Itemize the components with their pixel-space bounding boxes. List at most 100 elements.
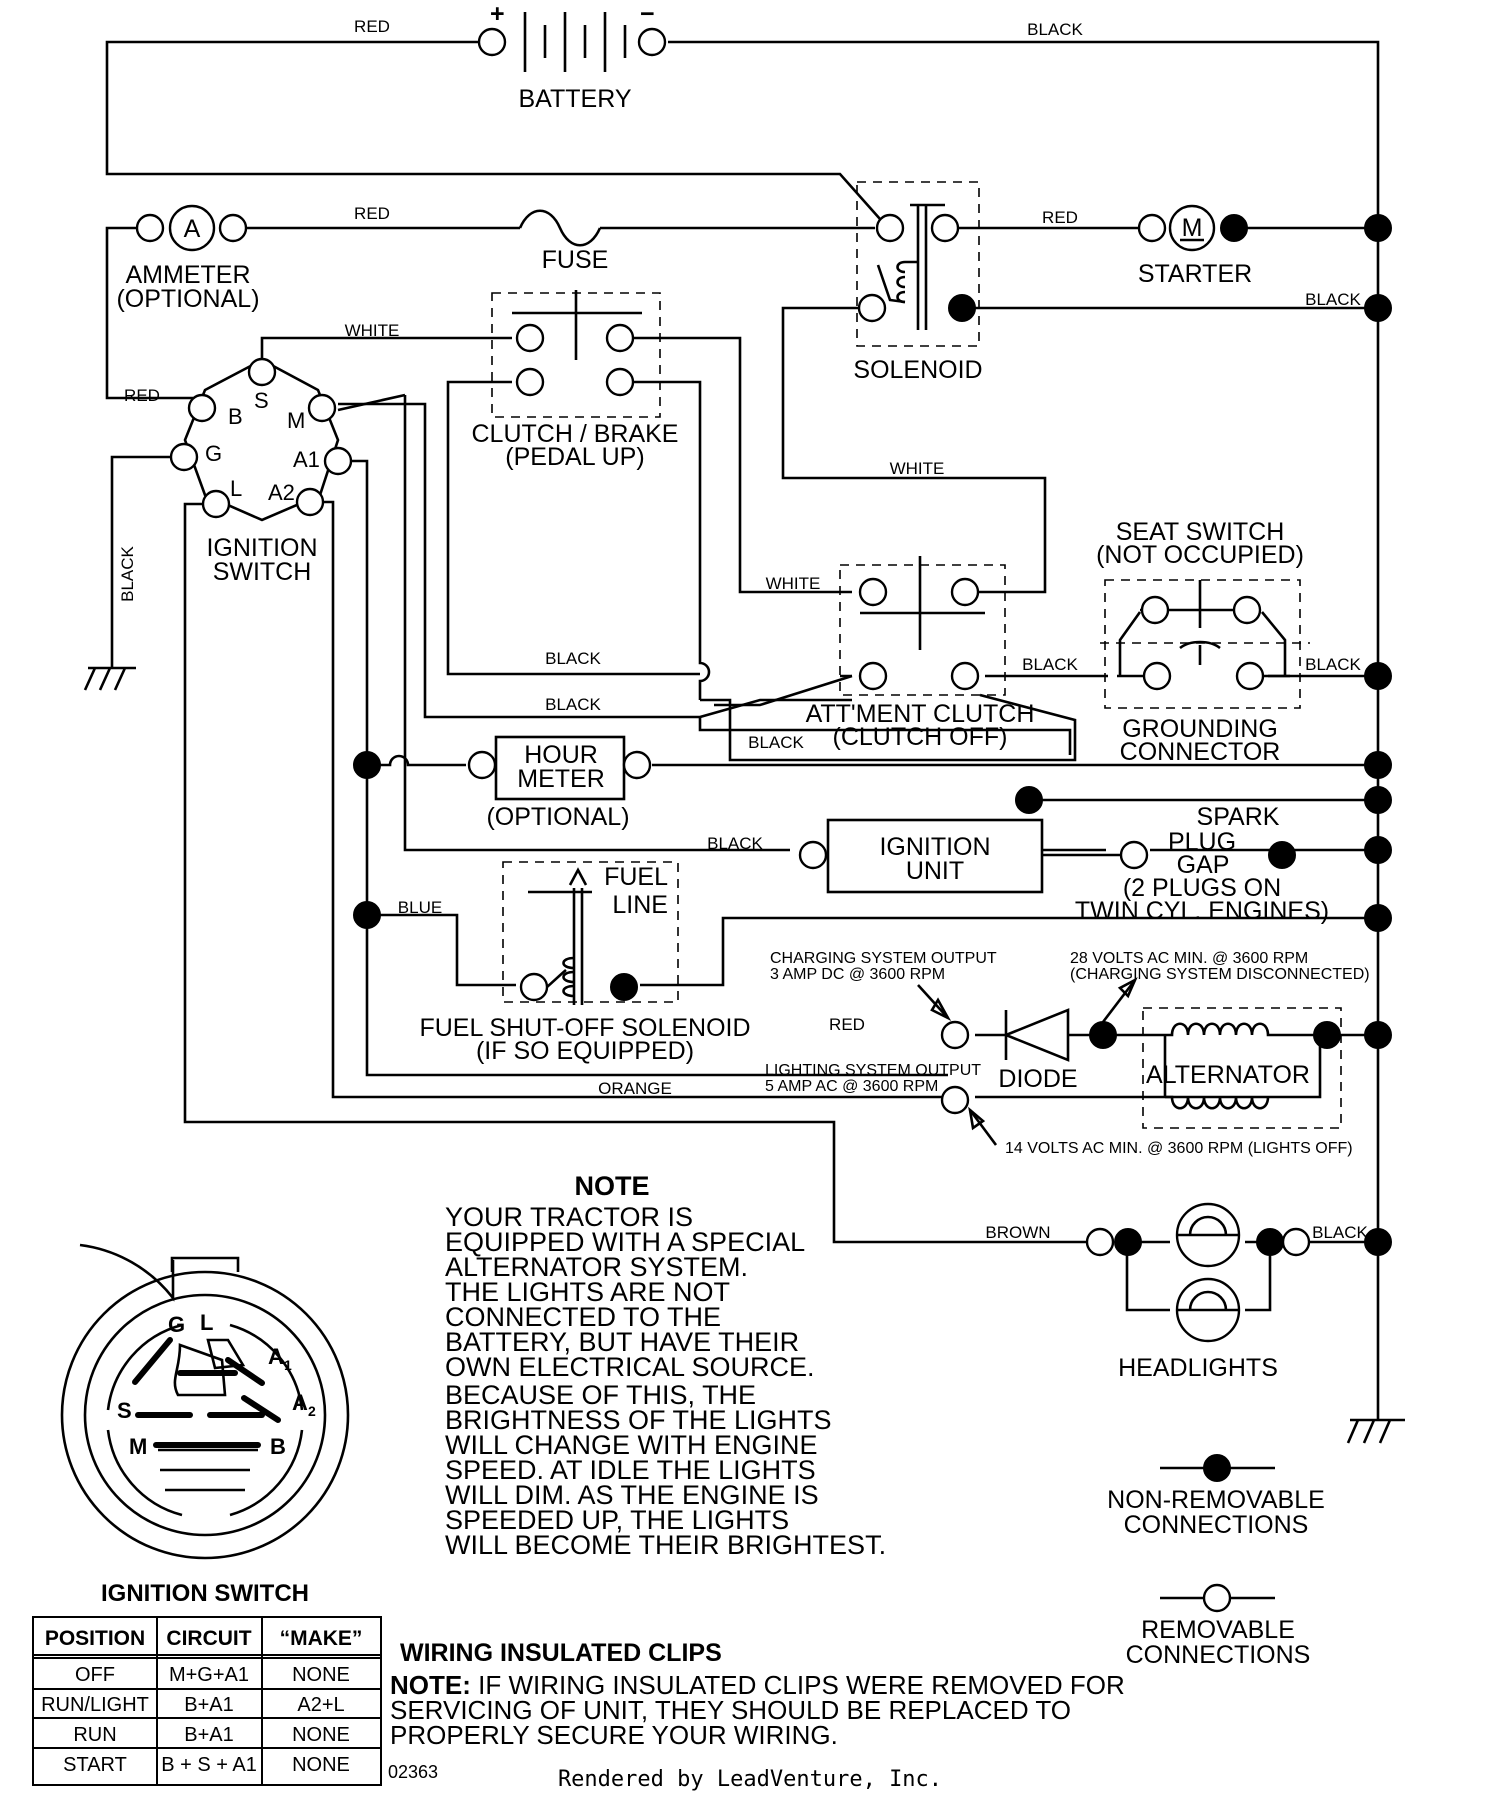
diagram-id: 02363 [388,1762,438,1782]
ignition-unit-label: IGNITION [879,833,990,861]
pin-l-label: L [230,476,242,501]
seat-switch: SEAT SWITCH (NOT OCCUPIED) GROUNDING CON… [1096,518,1310,766]
alternator-note: NOTE YOUR TRACTOR IS EQUIPPED WITH A SPE… [445,1171,886,1560]
headlights: HEADLIGHTS [1085,1202,1311,1382]
face-label-g: G [168,1312,185,1337]
ignition-switch-schematic: B S M G A1 L A2 IGNITION SWITCH [169,357,353,586]
clips-note: WIRING INSULATED CLIPS NOTE: IF WIRING I… [388,1639,1125,1782]
solenoid: SOLENOID [853,181,983,384]
fuel-line-label-2: LINE [612,891,668,919]
ignition-unit-sub: UNIT [906,857,964,885]
volts14-label: 14 VOLTS AC MIN. @ 3600 RPM (LIGHTS OFF) [1005,1140,1353,1157]
note-line-7: OWN ELECTRICAL SOURCE. [445,1352,815,1382]
table-cell: START [63,1754,127,1776]
wire-label-white-s: WHITE [345,321,400,340]
attment-sub: (CLUTCH OFF) [833,723,1008,751]
table-cell: RUN/LIGHT [41,1694,149,1716]
wire-label-black-headlights: BLACK [1312,1223,1368,1242]
ground-bus-dots [353,214,1392,1256]
wire-label-black-ignition-unit: BLACK [707,834,763,853]
battery: + − BATTERY [477,0,667,113]
wire-label-black-ground: BLACK [118,545,137,601]
clips-note-prefix: NOTE: [390,1670,471,1700]
wire-label-orange: ORANGE [598,1079,672,1098]
clutch-brake-label: CLUTCH / BRAKE [472,420,679,448]
seat-switch-sub: (NOT OCCUPIED) [1096,541,1304,569]
table-cell: B + S + A1 [161,1754,257,1776]
pin-a2-label: A2 [268,480,295,505]
table-cell: A2+L [297,1694,344,1716]
clips-note-line1: IF WIRING INSULATED CLIPS WERE REMOVED F… [471,1670,1125,1700]
hour-meter-label-2: METER [517,765,605,793]
hour-meter-label: HOUR [524,741,598,769]
note-line-9: BRIGHTNESS OF THE LIGHTS [445,1405,832,1435]
note-line-1: YOUR TRACTOR IS [445,1202,693,1232]
table-cell: B+A1 [184,1724,233,1746]
volts28-sub: (CHARGING SYSTEM DISCONNECTED) [1070,966,1370,983]
spark-plug: SPARK PLUG GAP (2 PLUGS ON TWIN CYL. ENG… [1075,803,1329,925]
table-header-circuit: CIRCUIT [166,1627,251,1650]
wire-label-red-ammeter: RED [354,204,390,223]
volts28-label: 28 VOLTS AC MIN. @ 3600 RPM [1070,950,1308,967]
clutch-brake-sub: (PEDAL UP) [505,443,644,471]
hour-meter-optional: (OPTIONAL) [486,803,629,831]
legend-non-removable-2: CONNECTIONS [1124,1511,1309,1539]
alternator-label: ALTERNATOR [1146,1061,1310,1089]
grounding-label: GROUNDING [1122,715,1278,743]
spark-label-2: PLUG [1168,828,1236,856]
wires [83,40,1405,1444]
battery-plus: + [490,0,505,28]
table-cell: RUN [73,1724,116,1746]
face-label-a2-sub: 2 [308,1403,316,1419]
headlights-label: HEADLIGHTS [1118,1354,1278,1382]
wire-label-blue: BLUE [398,898,442,917]
note-line-14: WILL BECOME THEIR BRIGHTEST. [445,1530,886,1560]
wire-label-red-battery: RED [354,17,390,36]
pin-b-label: B [228,404,243,429]
lighting-output-sub: 5 AMP AC @ 3600 RPM [765,1078,938,1095]
face-label-a2: A [292,1390,308,1415]
spark-label-4: (2 PLUGS ON [1123,874,1281,902]
svg-text:NOTE: IF WIRING INSULATED CLIP: NOTE: IF WIRING INSULATED CLIPS WERE REM… [390,1670,1125,1700]
legend-removable: REMOVABLE [1141,1616,1295,1644]
diode-label: DIODE [998,1065,1077,1093]
clutch-brake-switch: CLUTCH / BRAKE (PEDAL UP) [472,290,679,471]
ammeter: A AMMETER (OPTIONAL) [116,204,260,313]
pin-s-label: S [254,388,269,413]
table-cell: M+G+A1 [169,1664,249,1686]
grounding-sub: CONNECTOR [1120,738,1281,766]
battery-minus: − [640,0,655,28]
lighting-output-label: LIGHTING SYSTEM OUTPUT [765,1062,981,1079]
charging-system: CHARGING SYSTEM OUTPUT 3 AMP DC @ 3600 R… [765,950,1370,1157]
legend-non-removable: NON-REMOVABLE [1107,1486,1325,1514]
table-cell: NONE [292,1724,350,1746]
ignition-switch-title: IGNITION SWITCH [101,1580,309,1607]
fuel-solenoid-sub: (IF SO EQUIPPED) [476,1037,694,1065]
table-cell: NONE [292,1754,350,1776]
starter-label: STARTER [1138,260,1252,288]
note-line-2: EQUIPPED WITH A SPECIAL [445,1227,805,1257]
ignition-switch-sub: SWITCH [213,558,312,586]
wire-label-black-3: BLACK [748,733,804,752]
wire-label-white-clutch: WHITE [766,574,821,593]
wire-label-black-2: BLACK [545,695,601,714]
attment-label: ATT'MENT CLUTCH [806,700,1035,728]
spark-label: SPARK [1197,803,1280,831]
note-line-10: WILL CHANGE WITH ENGINE [445,1430,818,1460]
note-line-11: SPEED. AT IDLE THE LIGHTS [445,1455,816,1485]
legend-removable-2: CONNECTIONS [1126,1641,1311,1669]
spark-label-3: GAP [1177,851,1230,879]
pin-g-label: G [205,441,222,466]
face-label-a1: A [268,1344,284,1369]
connection-legend: NON-REMOVABLE CONNECTIONS REMOVABLE CONN… [1107,1454,1325,1669]
ignition-switch-label: IGNITION [206,534,317,562]
note-line-6: BATTERY, BUT HAVE THEIR [445,1327,799,1357]
pin-m-label: M [287,408,305,433]
ignition-switch-face: G L A 1 A 2 S M B IGNITION SWITCH [60,1243,350,1607]
charging-output-label: CHARGING SYSTEM OUTPUT [770,950,997,967]
charging-output-sub: 3 AMP DC @ 3600 RPM [770,966,945,983]
note-line-3: ALTERNATOR SYSTEM. [445,1252,748,1282]
ammeter-symbol: A [184,215,201,243]
ignition-switch-table: POSITION CIRCUIT “MAKE” OFF M+G+A1 NONE … [32,1616,382,1786]
